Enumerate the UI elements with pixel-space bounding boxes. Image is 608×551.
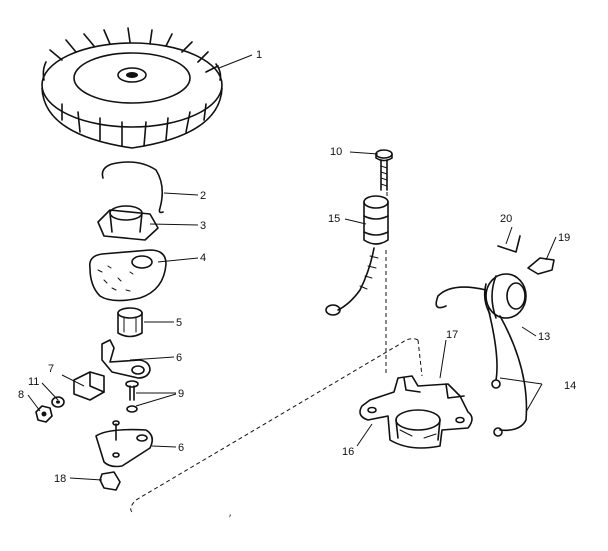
stray-mark: ′	[229, 513, 231, 525]
callout-8: 8	[18, 389, 24, 401]
mounting-screw-part	[375, 149, 393, 191]
callout-16: 16	[342, 446, 354, 458]
callout-13: 13	[538, 331, 550, 343]
bracket-part	[73, 371, 105, 401]
spring-wire-part	[497, 235, 521, 253]
ignition-coil-part	[435, 273, 528, 437]
callout-labels: 1 2 3 4 5 6 7 11 8 9 6 18 10 15 20 19 13…	[18, 49, 576, 525]
small-tab-part	[527, 257, 555, 275]
callout-10: 10	[330, 146, 342, 158]
callout-1: 1	[256, 49, 262, 61]
callout-11: 11	[28, 376, 39, 388]
callout-15: 15	[328, 213, 340, 225]
small-clip-part	[99, 471, 121, 491]
flanged-bushing-part	[97, 205, 159, 241]
callout-5: 5	[176, 317, 182, 329]
leader-lines	[27, 54, 557, 481]
callout-19: 19	[558, 232, 570, 244]
flywheel-part	[41, 27, 223, 149]
callout-4: 4	[200, 252, 206, 264]
nut-part	[35, 405, 53, 423]
callout-2: 2	[200, 190, 206, 202]
breaker-arm-part	[101, 339, 151, 379]
callout-14: 14	[564, 380, 576, 392]
callout-3: 3	[200, 220, 206, 232]
felt-gasket-part	[88, 249, 167, 302]
callout-6-lower: 6	[178, 442, 184, 454]
callout-6-upper: 6	[176, 352, 182, 364]
coil-bracket-part	[359, 375, 473, 449]
sleeve-part	[117, 307, 143, 338]
condenser-part	[325, 195, 389, 316]
callout-20: 20	[500, 213, 512, 225]
clip-part	[101, 161, 164, 214]
screw-part	[125, 380, 139, 413]
callout-18: 18	[54, 473, 66, 485]
alignment-lines	[130, 192, 423, 513]
callout-17: 17	[446, 329, 458, 341]
washer-part	[51, 396, 65, 408]
breaker-plate-part	[95, 420, 154, 468]
callout-7: 7	[48, 363, 54, 375]
callout-9: 9	[178, 388, 184, 400]
